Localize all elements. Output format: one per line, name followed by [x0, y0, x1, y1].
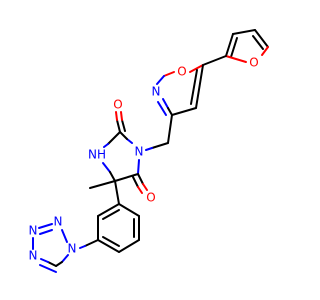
- bond-c2-o-top: [116, 119, 121, 133]
- bond-isox-n-c3: [162, 98, 169, 109]
- bond-c4-o-bottom-double-o: [137, 186, 143, 194]
- bond-furan-c2-c3-double: [230, 37, 238, 58]
- atom-tetrazole-n3: N: [29, 224, 38, 238]
- bond-furan-c4-c5-double: [252, 35, 264, 50]
- bond-isox-n-c3-c: [167, 107, 173, 116]
- molecule-diagram: O O N N NH O O N N N N: [29, 29, 269, 273]
- bond-isox-o-n: [163, 71, 175, 77]
- bond-isox-n-c3-double: [157, 101, 167, 116]
- bond-c2-n1: [107, 131, 121, 145]
- bond-tz-n2-n1: [61, 229, 68, 243]
- bond-ch2-n3-n: [145, 147, 153, 151]
- bond-c2-o-top-double: [121, 119, 126, 132]
- bond-furan-c2-c3: [225, 33, 234, 57]
- bond-tz-n3-n2: [38, 223, 53, 229]
- bond-n3-c2-c: [119, 131, 128, 140]
- bond-c2-n1-n: [103, 143, 109, 148]
- bond-c4-o-bottom-double: [132, 176, 139, 188]
- bond-c4-n3: [137, 159, 140, 175]
- atom-nh: NH: [88, 148, 106, 162]
- bond-ch2-n3: [151, 142, 169, 149]
- bond-n3-c2: [126, 138, 133, 144]
- bond-phenyl-tetrazole: [84, 239, 99, 247]
- atom-tetrazole-n2: N: [54, 215, 63, 229]
- atom-tetrazole-n4: N: [29, 249, 38, 263]
- bond-tz-n1-c5: [61, 254, 69, 263]
- bond-ph-4-5-double: [102, 236, 120, 247]
- atom-labels: O O N N NH O O N N N N: [29, 56, 259, 263]
- bond-c4-o-bottom-o: [142, 183, 148, 191]
- bond-ph-4-5: [97, 239, 120, 253]
- bond-ph-6-1-double: [102, 209, 120, 220]
- bond-tz-c5-n4: [47, 261, 57, 267]
- bond-ph-6-1: [97, 203, 120, 217]
- bond-isox-c4-c5: [195, 64, 204, 109]
- bond-c5-methyl: [89, 180, 116, 189]
- bond-furan-c4-c5: [254, 29, 269, 48]
- bond-isox-c4-c5-double: [190, 69, 198, 105]
- bond-c5-phenyl: [114, 180, 120, 205]
- bond-furan-isoxazole: [202, 55, 227, 66]
- bond-c2-o-top-double-o: [120, 111, 123, 121]
- bond-furan-c5-o: [261, 46, 269, 56]
- bonds: [32, 29, 269, 273]
- atom-carbonyl-o-bottom: O: [146, 191, 155, 205]
- bond-n1-c5-c: [109, 171, 116, 182]
- bond-isox-c3-c4: [171, 107, 197, 116]
- bond-tz-c5-n4-double: [39, 264, 57, 273]
- bond-tz-n3-n2-double: [39, 229, 53, 235]
- atom-isoxazole-n: N: [152, 85, 161, 99]
- bond-isox-o-n-n: [156, 75, 165, 85]
- bond-tz-c5-n4-n: [40, 258, 49, 263]
- atom-tetrazole-n1: N: [68, 242, 77, 256]
- bond-isox-c5-o: [189, 64, 204, 73]
- bond-ph-1-2: [118, 203, 140, 217]
- atom-carbonyl-o-top: O: [113, 98, 122, 112]
- bond-c2-o-top-o: [115, 111, 118, 121]
- bond-c4-o-bottom: [137, 173, 144, 185]
- bond-furan-o-c2: [225, 55, 247, 63]
- bond-furan-c3-c4: [232, 29, 256, 35]
- structure-svg: O O N N NH O O N N N N: [29, 29, 269, 273]
- bond-phenyl-tetrazole-n: [79, 245, 86, 249]
- bond-c3-ch2: [167, 114, 173, 144]
- atom-furan-o: O: [249, 56, 258, 70]
- bond-n1-c5: [102, 162, 111, 173]
- atom-imide-n: N: [135, 145, 144, 159]
- bond-c5-c4: [114, 173, 139, 182]
- bond-tz-n1-c5-c: [55, 261, 63, 267]
- atom-isoxazole-o: O: [177, 65, 186, 79]
- bond-ph-3-4: [118, 239, 140, 253]
